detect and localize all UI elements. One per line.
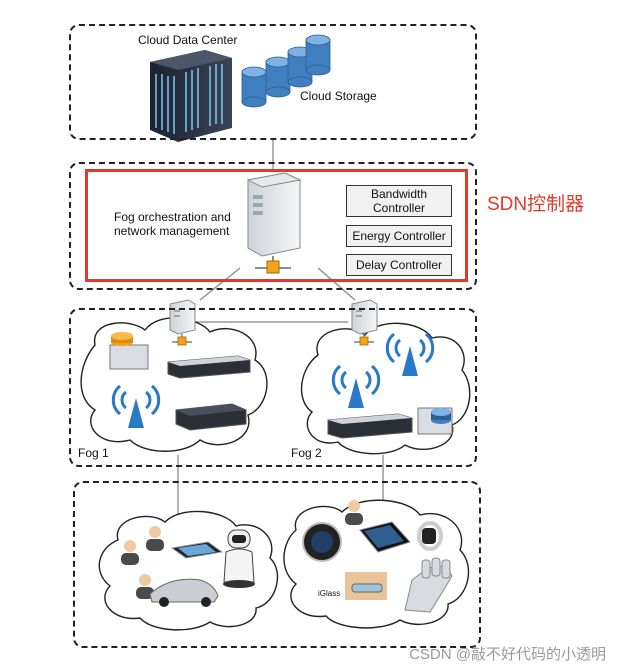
- fog1-wifi-icon: [111, 384, 161, 428]
- sdn-controller-label: SDN控制器: [487, 194, 585, 215]
- storage-cylinder-icon: [241, 34, 331, 108]
- fog2-wifi-icon-top: [385, 332, 435, 376]
- fog1-rack-server-icon: [167, 355, 251, 379]
- cloud-layer: [69, 24, 477, 140]
- sdn-controller-highlight: [85, 169, 468, 282]
- watermark: CSDN @敲不好代码的小透明: [409, 646, 606, 663]
- user-icons: [121, 500, 363, 599]
- smartwatch-icon: [417, 521, 443, 551]
- controller-to-fog1-line: [199, 267, 241, 301]
- bandwidth-controller-box: Bandwidth Controller: [346, 185, 452, 217]
- car-icon: [149, 578, 219, 607]
- fog2-label: Fog 2: [291, 446, 322, 460]
- controller-to-fog2-line: [317, 267, 356, 301]
- fog1-network-switch-icon: [175, 403, 247, 431]
- device-layer: [73, 481, 481, 648]
- energy-controller-box: Energy Controller: [346, 225, 452, 247]
- orchestration-label: Fog orchestration and network management: [114, 210, 231, 238]
- iglass-label: iGlass: [318, 589, 341, 598]
- cloud-storage-label: Cloud Storage: [300, 89, 377, 103]
- fog-controller-layer: [69, 162, 477, 290]
- smart-glasses-icon: [345, 572, 387, 600]
- orchestration-server-icon: [246, 172, 302, 274]
- robot-icon: [223, 529, 255, 588]
- delay-controller-box: Delay Controller: [346, 254, 452, 276]
- fog2-storage-server-icon: [417, 407, 453, 435]
- cloud-datacenter-label: Cloud Data Center: [138, 33, 238, 47]
- fog1-storage-server-icon: [109, 332, 149, 370]
- smartphone-icon: [170, 541, 224, 559]
- fog-layer: [69, 308, 477, 467]
- fog1-label: Fog 1: [78, 446, 109, 460]
- fog2-wifi-icon-bottom: [331, 364, 381, 408]
- tablet-icon: [359, 521, 411, 553]
- robotic-hand-icon: [404, 557, 453, 613]
- fog2-rack-server-icon: [327, 413, 413, 439]
- datacenter-rack-icon: [150, 50, 232, 142]
- thermostat-icon: [302, 522, 342, 562]
